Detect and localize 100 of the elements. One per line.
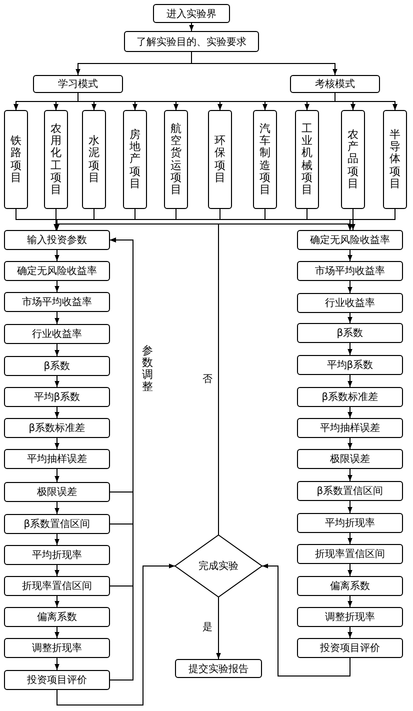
arrow <box>54 626 60 638</box>
edge-label: 否 <box>202 372 212 386</box>
arrow <box>348 532 352 544</box>
arrow <box>54 250 60 262</box>
node-text: 平均抽样误差 <box>320 422 380 435</box>
node-text: 极限误差 <box>37 486 77 499</box>
process-box <box>297 607 403 627</box>
node-text: 市场平均收益率 <box>315 264 385 278</box>
node-text: 进入实验界 <box>166 8 216 20</box>
arrow <box>216 596 221 660</box>
node-text: 水泥项目 <box>88 135 100 184</box>
process-box <box>4 387 110 407</box>
process-box <box>253 110 277 209</box>
node-text: 调整折现率 <box>325 610 375 624</box>
node-text: 投资项目评价 <box>320 642 380 655</box>
node-text: 偏离系数 <box>37 610 77 624</box>
arrow <box>348 626 352 638</box>
node-text: β系数标准差 <box>322 390 378 404</box>
arrow <box>54 468 60 482</box>
process-box <box>4 482 110 502</box>
node-text: 市场平均收益率 <box>22 296 92 309</box>
process-box <box>297 576 403 596</box>
node-text: 半导体项目 <box>390 129 400 190</box>
process-box <box>44 110 68 209</box>
decision-diamond <box>175 535 262 597</box>
arrow <box>348 596 352 608</box>
process-box <box>290 75 380 93</box>
arrow <box>348 280 352 294</box>
process-box <box>295 110 319 209</box>
process-box <box>297 638 403 658</box>
node-text: 学习模式 <box>58 78 98 91</box>
arrow <box>54 406 60 418</box>
process-box <box>153 4 230 23</box>
process-box <box>33 75 123 93</box>
process-box <box>4 356 110 376</box>
edge-label: 是 <box>202 620 212 634</box>
process-box <box>4 638 110 658</box>
node-text: 平均折现率 <box>325 516 375 530</box>
node-text: 行业收益率 <box>32 328 82 341</box>
arrow <box>189 22 194 32</box>
node-text: 考核模式 <box>315 78 355 91</box>
process-box <box>4 545 110 565</box>
arrow <box>348 342 352 356</box>
node-text: 环保项目 <box>214 135 226 184</box>
arrow <box>348 406 352 418</box>
arrow <box>191 52 338 76</box>
process-box <box>297 323 403 343</box>
process-box <box>4 576 110 596</box>
arrow <box>348 438 352 450</box>
node-text: β系数置信区间 <box>316 484 384 498</box>
arrow <box>54 502 60 514</box>
arrow <box>54 280 60 292</box>
node-text: 折现率置信区间 <box>315 548 385 561</box>
process-box <box>4 261 110 281</box>
process-box <box>297 481 403 501</box>
arrow <box>348 312 352 324</box>
arrow <box>348 564 352 576</box>
arrow <box>348 250 352 262</box>
process-box <box>297 355 403 375</box>
process-box <box>4 670 110 690</box>
node-text: 铁路项目 <box>10 135 22 184</box>
node-text: 完成实验 <box>198 560 238 573</box>
process-box <box>341 110 365 209</box>
process-box <box>4 110 28 209</box>
arrow <box>54 438 60 450</box>
node-text: 确定无风险收益率 <box>310 234 390 247</box>
node-text: 汽车制造项目 <box>260 123 270 196</box>
process-box <box>297 230 403 250</box>
process-box <box>82 110 106 209</box>
node-text: 工业机械项目 <box>302 123 312 196</box>
process-box <box>297 449 403 469</box>
process-box <box>297 544 403 564</box>
node-text: β系数标准差 <box>28 422 86 435</box>
node-text: 极限误差 <box>330 452 370 466</box>
arrow <box>348 500 352 514</box>
node-text: 平均抽样误差 <box>27 452 87 466</box>
node-text: 行业收益率 <box>325 296 375 310</box>
node-text: 输入投资参数 <box>27 234 87 247</box>
process-box <box>164 110 188 209</box>
node-text: 农用化工项目 <box>50 123 62 196</box>
process-box <box>123 110 147 209</box>
arrow <box>350 208 356 230</box>
process-box <box>4 607 110 627</box>
arrow <box>54 658 60 670</box>
arrow <box>348 468 352 482</box>
process-box <box>297 387 403 407</box>
node-text: 航空货运项目 <box>170 123 182 196</box>
node-text: 投资项目评价 <box>27 674 87 687</box>
process-box <box>297 418 403 438</box>
node-text: 调整折现率 <box>32 642 82 655</box>
node-text: 平均折现率 <box>32 548 82 562</box>
process-box <box>4 449 110 469</box>
process-box <box>383 110 407 209</box>
node-text: 了解实验目的、实验要求 <box>136 36 246 48</box>
process-box <box>4 418 110 438</box>
process-box <box>124 31 259 52</box>
arrow <box>54 534 60 546</box>
arrow <box>110 238 134 680</box>
arrow <box>54 596 60 608</box>
process-box <box>4 514 110 534</box>
